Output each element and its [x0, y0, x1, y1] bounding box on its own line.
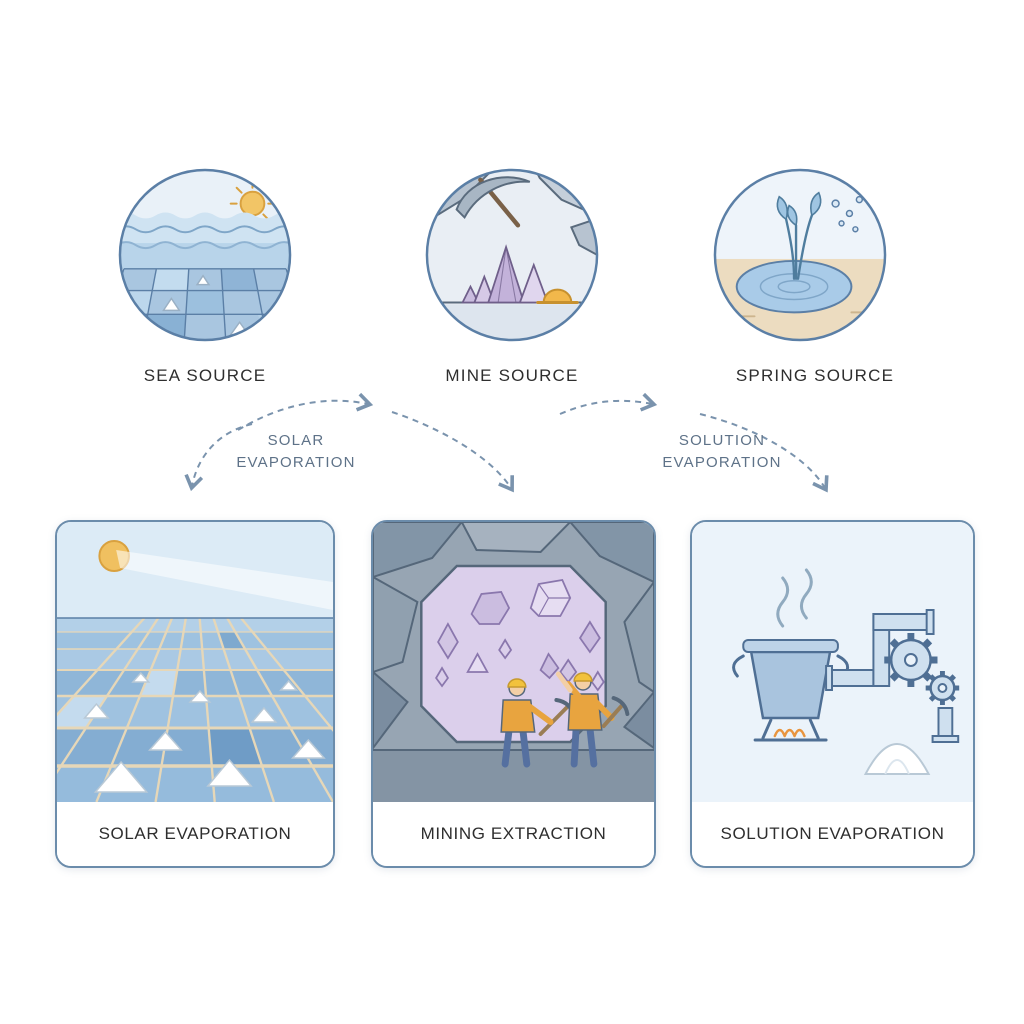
gear-icon-large — [884, 633, 938, 687]
process-label-mining-extraction: MINING EXTRACTION — [420, 824, 607, 843]
flow-label-line2: EVAPORATION — [236, 453, 356, 471]
water-droplets — [831, 195, 864, 233]
flow-label-line2: EVAPORATION — [662, 453, 782, 471]
flow-label-solution-evaporation: SOLUTION EVAPORATION — [612, 430, 832, 474]
flow-label-solar-evaporation: SOLAR EVAPORATION — [186, 430, 406, 474]
source-label-sea: SEA SOURCE — [143, 366, 267, 385]
arrow-mine-to-mining — [391, 411, 514, 493]
sea-source-icon — [116, 166, 294, 344]
process-card-solution-evaporation: SOLUTION EVAPORATION — [690, 520, 975, 868]
sea-waves — [119, 212, 291, 269]
source-label-spring: SPRING SOURCE — [735, 366, 895, 385]
pickaxe-icon — [455, 176, 531, 228]
hard-hat-icon — [536, 288, 579, 304]
pipes-icon — [825, 609, 960, 743]
mining-extraction-art — [373, 522, 654, 802]
salt-crystals — [461, 244, 549, 304]
solar-evaporation-art — [57, 522, 333, 802]
plant-icon — [776, 191, 822, 280]
spring-pool — [735, 259, 853, 314]
process-card-solar-evaporation: SOLAR EVAPORATION — [55, 520, 335, 868]
mine-source-icon — [423, 166, 601, 344]
steam-icon — [776, 568, 813, 628]
miner-right — [539, 652, 630, 768]
salt-pile — [863, 743, 931, 775]
source-label-mine: MINE SOURCE — [445, 366, 579, 385]
sun-icon — [98, 540, 333, 610]
process-label-solar-evaporation: SOLAR EVAPORATION — [98, 824, 292, 843]
solution-evaporation-art — [692, 522, 973, 802]
salt-piles — [82, 671, 326, 793]
card-footer: MINING EXTRACTION — [373, 802, 654, 866]
cave-rocks — [373, 522, 654, 750]
boiling-pot-icon — [732, 639, 850, 742]
arrow-mine-to-spring — [559, 392, 658, 415]
miner-left — [500, 678, 577, 768]
flow-label-line1: SOLAR — [267, 432, 325, 449]
card-footer: SOLAR EVAPORATION — [57, 802, 333, 866]
process-card-mining-extraction: MINING EXTRACTION — [371, 520, 656, 868]
wall-crystals — [435, 578, 605, 692]
gear-icon-small — [925, 671, 960, 705]
arrow-sea-to-mine — [237, 392, 374, 431]
flow-label-line1: SOLUTION — [678, 432, 766, 449]
spring-source-icon — [711, 166, 889, 344]
process-label-solution-evaporation: SOLUTION EVAPORATION — [720, 824, 945, 843]
evaporation-ponds — [119, 268, 291, 341]
card-footer: SOLUTION EVAPORATION — [692, 802, 973, 866]
